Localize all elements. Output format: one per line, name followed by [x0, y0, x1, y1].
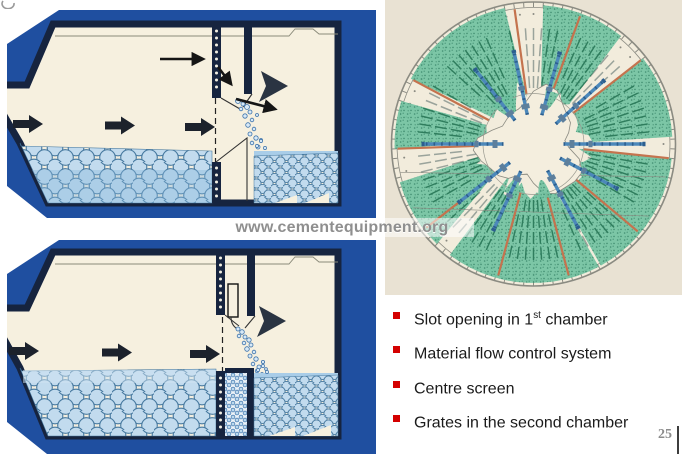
- ball-charge-second-chamber: [253, 139, 339, 204]
- diaphragm-front-view-drawing: [390, 1, 677, 287]
- bullet-marker: [393, 346, 400, 354]
- page-number: 25: [658, 427, 672, 442]
- intermediate-diaphragm-slot-control: [216, 252, 256, 371]
- bullet-text: Centre screen: [414, 379, 515, 397]
- diaphragm-grate-compartment: [216, 368, 254, 436]
- bullet-text: Slot opening in 1st chamber: [414, 310, 608, 329]
- bullet-marker: [393, 414, 400, 422]
- bullet-list: Slot opening in 1st chamber Material flo…: [388, 306, 682, 443]
- bullet-item: Centre screen: [388, 375, 682, 399]
- corner-cut: [7, 186, 47, 218]
- diaphragm-front-view-panel: [385, 0, 682, 295]
- slot-opening: [227, 283, 239, 318]
- bullet-item: Material flow control system: [388, 340, 682, 364]
- ball-charge-second-chamber: [253, 364, 339, 437]
- cropped-corner-glyph: [1, 0, 15, 9]
- corner-cut: [7, 10, 59, 44]
- page-number-divider: [677, 426, 679, 454]
- bullet-text: Material flow control system: [414, 345, 612, 363]
- corner-cut: [7, 240, 59, 274]
- bullet-item: Slot opening in 1st chamber: [388, 306, 682, 330]
- ball-charge-first-chamber: [19, 142, 213, 204]
- mill-cross-section-top: [7, 10, 376, 218]
- corner-cut: [7, 422, 47, 454]
- intermediate-diaphragm: [212, 24, 253, 203]
- bullet-text: Grates in the second chamber: [414, 414, 629, 432]
- flow-pennant: [257, 306, 286, 337]
- mill-cross-section-bottom: [7, 240, 376, 454]
- air-flow-arrows: [160, 51, 278, 114]
- bullet-marker: [393, 380, 400, 388]
- bullet-item: Grates in the second chamber: [388, 409, 682, 433]
- ball-charge-first-chamber: [19, 367, 217, 437]
- bullet-marker: [393, 312, 400, 319]
- material-flow-arrows: [9, 342, 220, 363]
- watermark: www.cementequipment.org: [210, 218, 474, 237]
- tension-bolts: [421, 49, 646, 232]
- material-flow-arrows: [13, 115, 215, 136]
- flow-pennant: [259, 71, 288, 102]
